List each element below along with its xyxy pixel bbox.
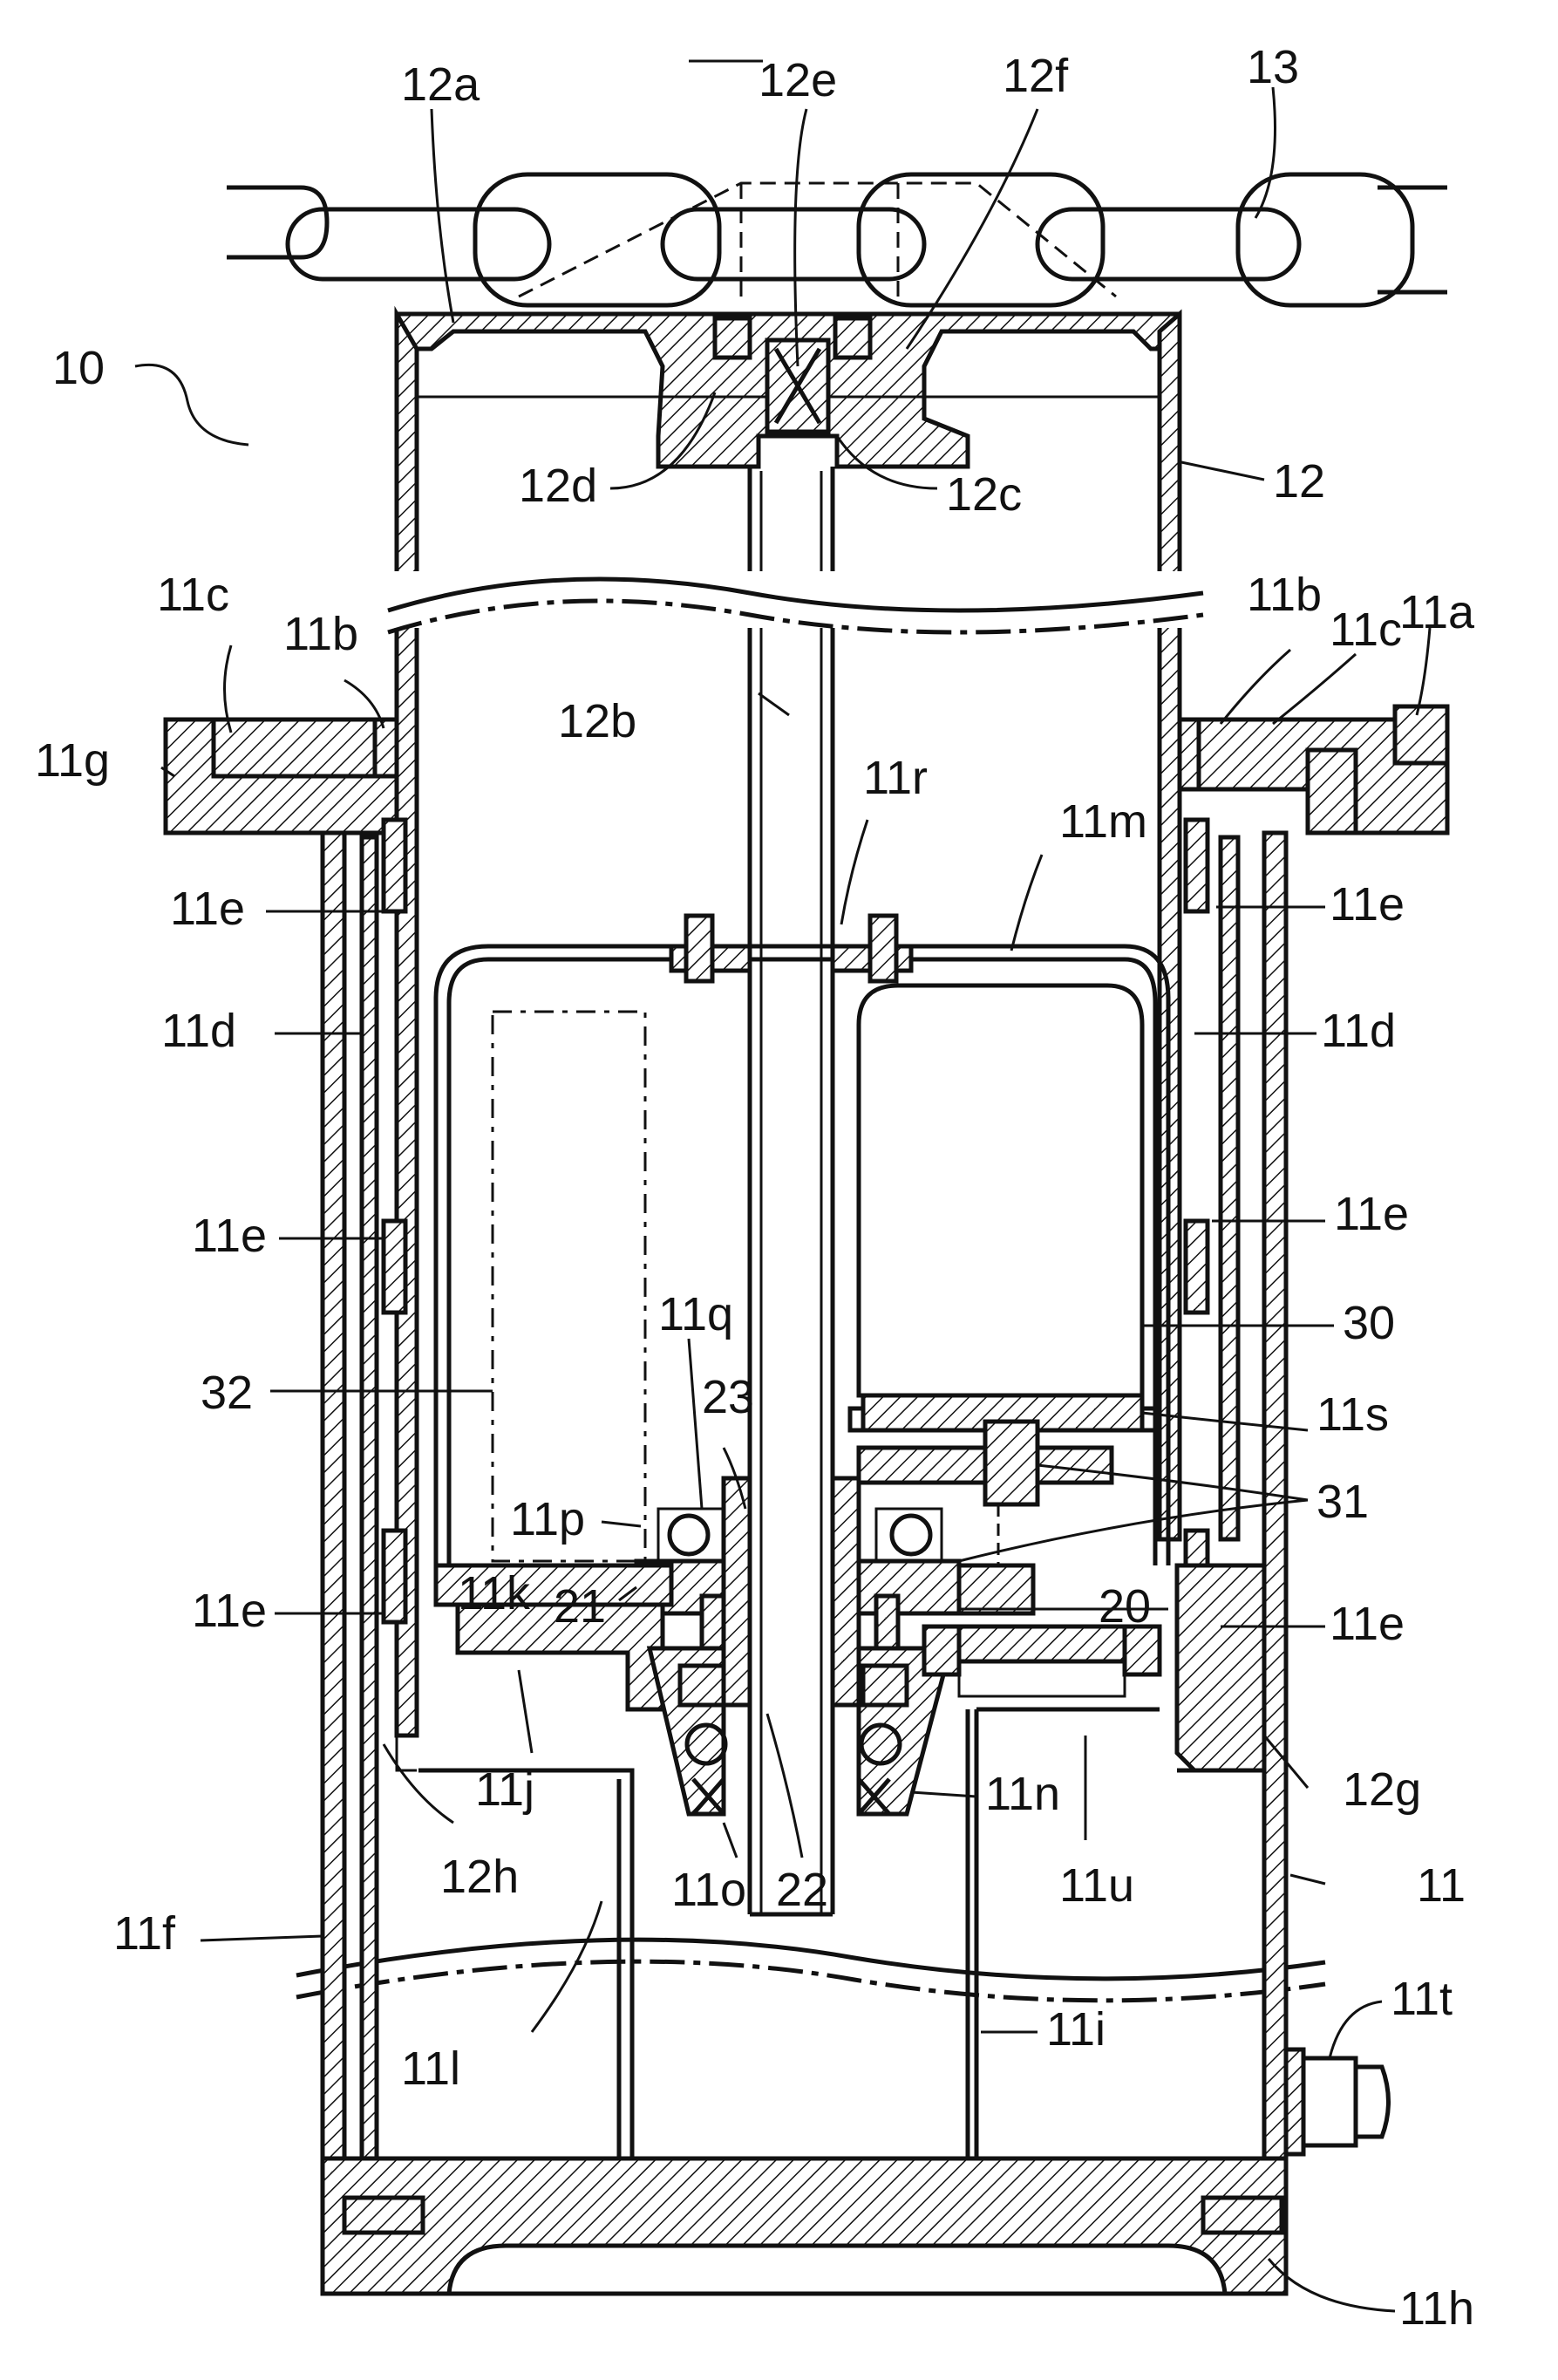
shaft: [747, 467, 835, 1917]
label-11n: 11n: [985, 1768, 1060, 1820]
label-12: 12: [1273, 455, 1325, 508]
label-11c-right: 11c: [1330, 604, 1402, 656]
label-11t: 11t: [1391, 1973, 1453, 2025]
label-11e-r1: 11e: [1330, 878, 1405, 931]
label-21: 21: [554, 1580, 606, 1633]
leader-lines: [134, 59, 1432, 2313]
label-11e-r2: 11e: [1334, 1188, 1409, 1240]
label-11j: 11j: [475, 1763, 534, 1816]
labels: 10 11 11a 11b 11b 11c 11c 11d 11d 11e 11…: [35, 41, 1475, 2335]
label-13: 13: [1247, 41, 1299, 93]
label-11g: 11g: [35, 734, 110, 787]
label-11l: 11l: [401, 2042, 460, 2095]
label-11c-left: 11c: [157, 569, 229, 621]
label-12g: 12g: [1343, 1763, 1421, 1816]
bottom-cap: [320, 2156, 1289, 2296]
label-11e-l3: 11e: [192, 1585, 267, 1637]
label-23: 23: [702, 1371, 754, 1423]
label-12a: 12a: [401, 58, 480, 111]
gear-train: [634, 1419, 1114, 1708]
label-11d-left: 11d: [161, 1005, 236, 1057]
label-32: 32: [201, 1367, 253, 1419]
label-11m: 11m: [1059, 795, 1147, 848]
motor: [847, 983, 1158, 1433]
label-11u: 11u: [1059, 1859, 1134, 1912]
break-lines: [288, 571, 1326, 2003]
label-12f: 12f: [1003, 50, 1069, 102]
label-12c: 12c: [946, 468, 1022, 521]
chain: [227, 172, 1447, 308]
top-flange: [163, 704, 1450, 835]
label-31: 31: [1316, 1476, 1369, 1528]
upper-cap: [394, 311, 1180, 469]
label-12d: 12d: [519, 460, 597, 512]
label-11k: 11k: [458, 1567, 531, 1620]
label-20: 20: [1099, 1580, 1151, 1633]
label-11b-right: 11b: [1247, 569, 1322, 621]
label-22: 22: [776, 1864, 828, 1916]
label-12e: 12e: [759, 54, 837, 106]
inner-housing: [433, 913, 1171, 1565]
label-10: 10: [52, 342, 105, 394]
label-11o: 11o: [671, 1864, 746, 1916]
label-11f: 11f: [113, 1907, 176, 1960]
base-plate: [418, 1563, 1264, 2161]
label-11e-l2: 11e: [192, 1210, 267, 1262]
battery-outline: [491, 1010, 647, 1563]
label-11r: 11r: [863, 752, 928, 804]
label-11e-l1: 11e: [170, 883, 245, 935]
label-11s: 11s: [1316, 1388, 1389, 1441]
label-12h: 12h: [440, 1851, 519, 1903]
label-11b-left: 11b: [283, 608, 358, 660]
label-11e-r3: 11e: [1330, 1598, 1405, 1650]
connector: [1283, 2047, 1391, 2157]
label-12b: 12b: [558, 695, 636, 747]
label-11: 11: [1417, 1859, 1466, 1912]
label-11q: 11q: [658, 1288, 733, 1340]
label-11d-right: 11d: [1321, 1005, 1396, 1057]
label-30: 30: [1343, 1297, 1395, 1349]
label-11a: 11a: [1399, 586, 1475, 638]
label-11p: 11p: [510, 1493, 585, 1545]
label-11h: 11h: [1399, 2282, 1474, 2335]
label-11i: 11i: [1046, 2003, 1106, 2056]
